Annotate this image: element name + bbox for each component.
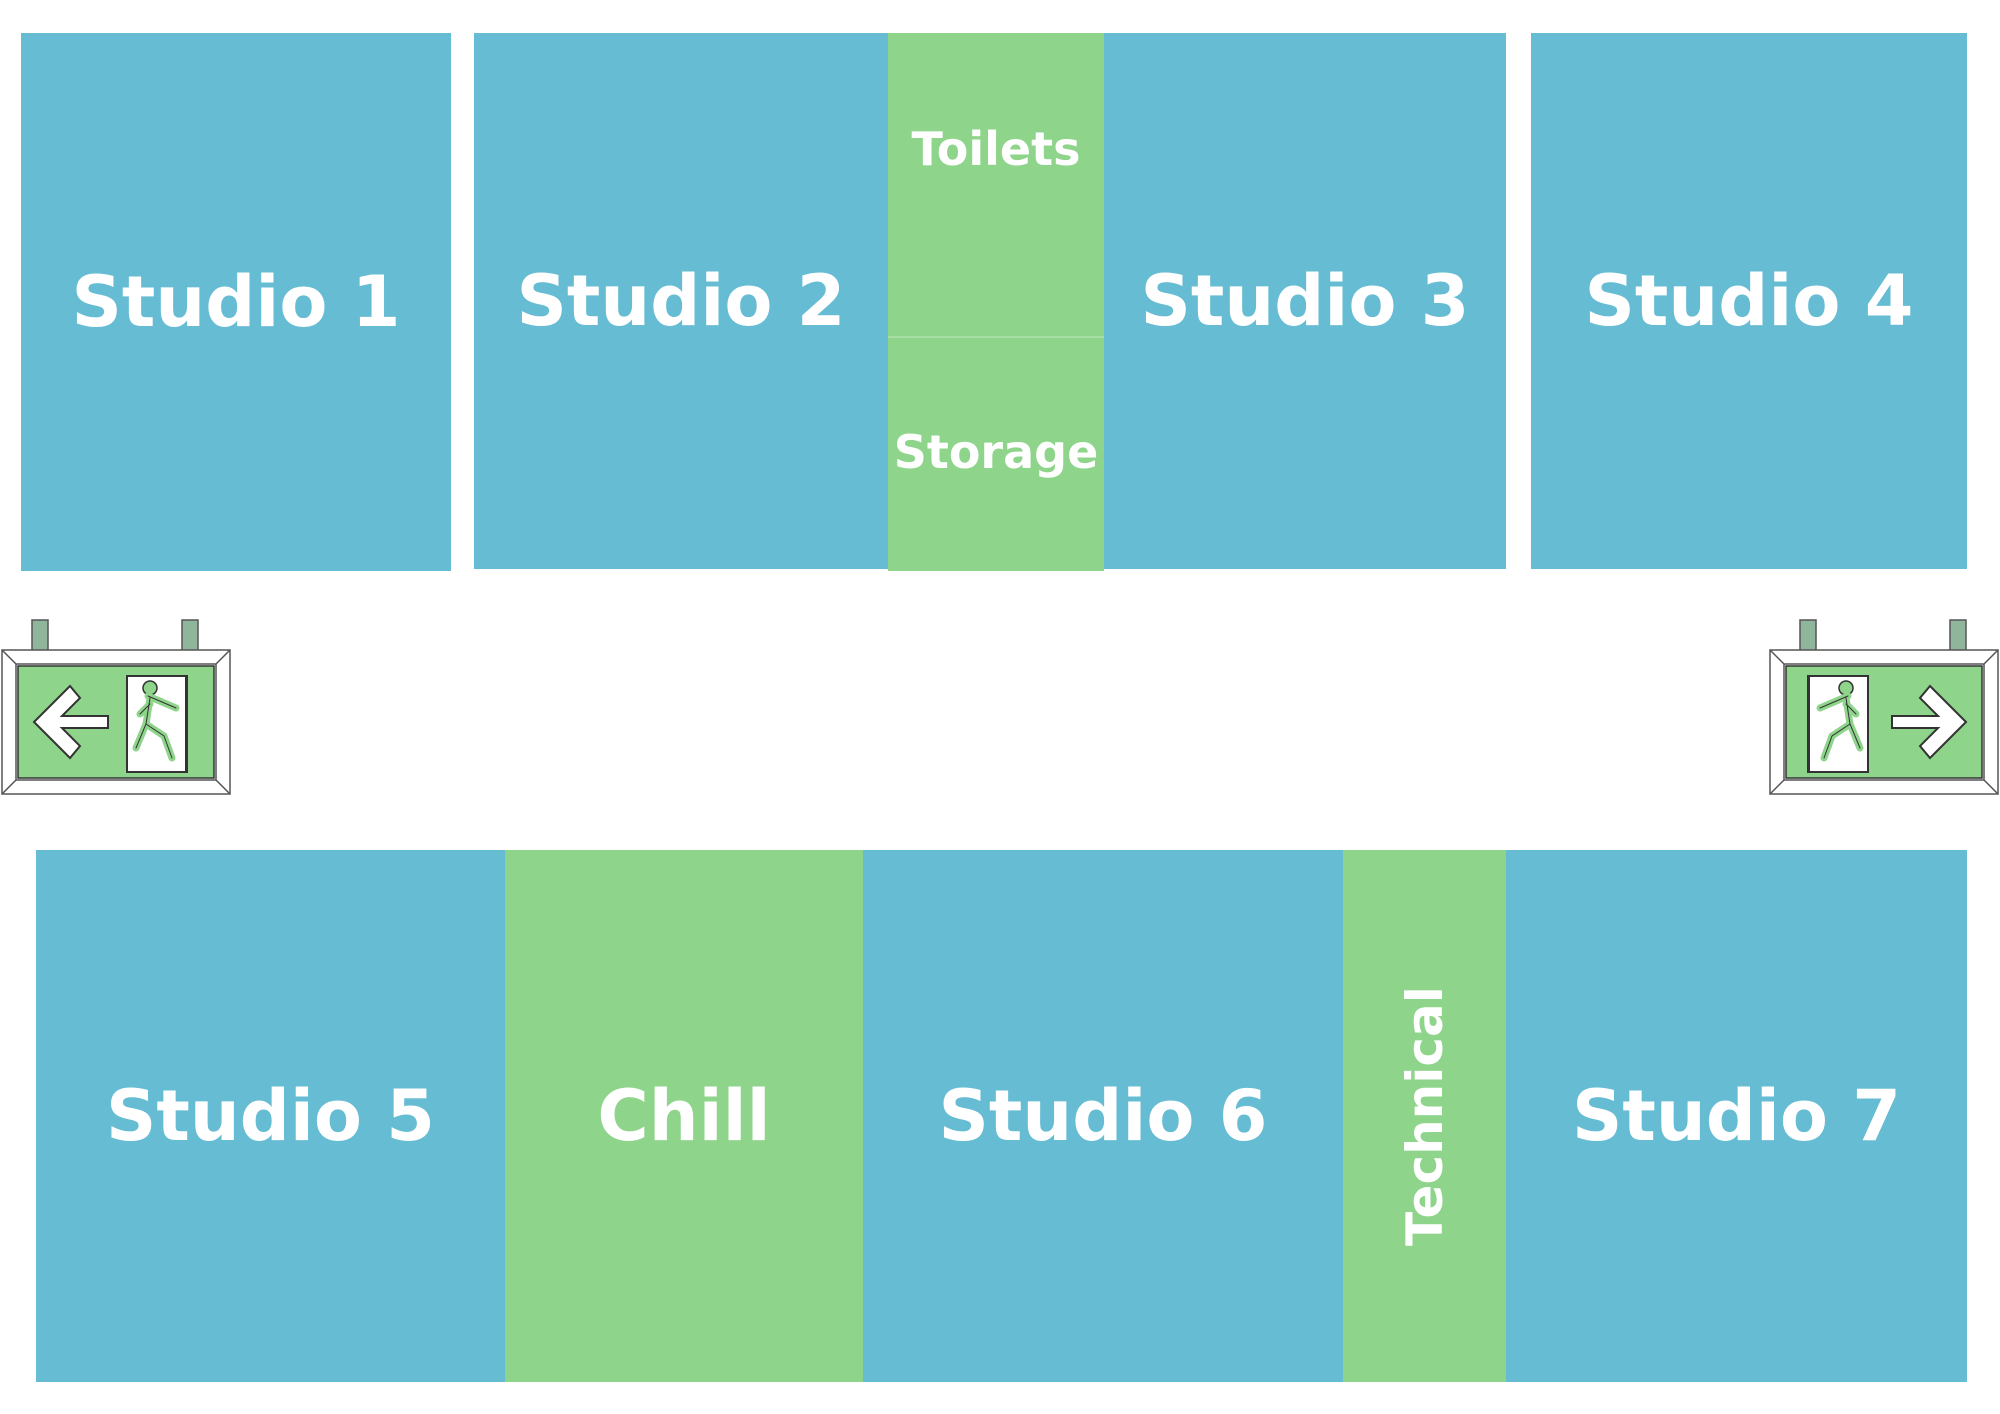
technical-label: Technical xyxy=(1395,986,1454,1246)
running-man-icon xyxy=(1807,675,1869,773)
technical-room: Technical xyxy=(1343,850,1506,1382)
right-arrow-icon xyxy=(1891,684,1968,760)
studio-2-room: Studio 2 xyxy=(474,33,888,569)
chill-label: Chill xyxy=(597,1075,771,1157)
studio-6-label: Studio 6 xyxy=(938,1075,1268,1157)
studio-7-label: Studio 7 xyxy=(1572,1075,1901,1157)
studio-3-room: Studio 3 xyxy=(1104,33,1506,569)
running-man-icon xyxy=(126,675,188,773)
storage-room: Storage xyxy=(888,338,1104,571)
studio-3-label: Studio 3 xyxy=(1140,260,1470,342)
studio-1-room: Studio 1 xyxy=(21,33,451,571)
studio-6-room: Studio 6 xyxy=(863,850,1343,1382)
studio-5-label: Studio 5 xyxy=(106,1075,435,1157)
exit-sign-left xyxy=(1,619,231,795)
studio-1-label: Studio 1 xyxy=(71,261,401,343)
left-arrow-icon xyxy=(32,684,109,760)
toilets-label: Toilets xyxy=(911,122,1081,176)
studio-5-room: Studio 5 xyxy=(36,850,505,1382)
chill-room: Chill xyxy=(505,850,863,1382)
studio-4-label: Studio 4 xyxy=(1584,260,1914,342)
exit-sign-right xyxy=(1769,619,1999,795)
storage-label: Storage xyxy=(893,424,1099,479)
studio-7-room: Studio 7 xyxy=(1506,850,1967,1382)
studio-4-room: Studio 4 xyxy=(1531,33,1967,569)
toilets-storage-divider xyxy=(888,336,1104,338)
studio-2-label: Studio 2 xyxy=(516,260,846,342)
toilets-room: Toilets xyxy=(888,33,1104,337)
